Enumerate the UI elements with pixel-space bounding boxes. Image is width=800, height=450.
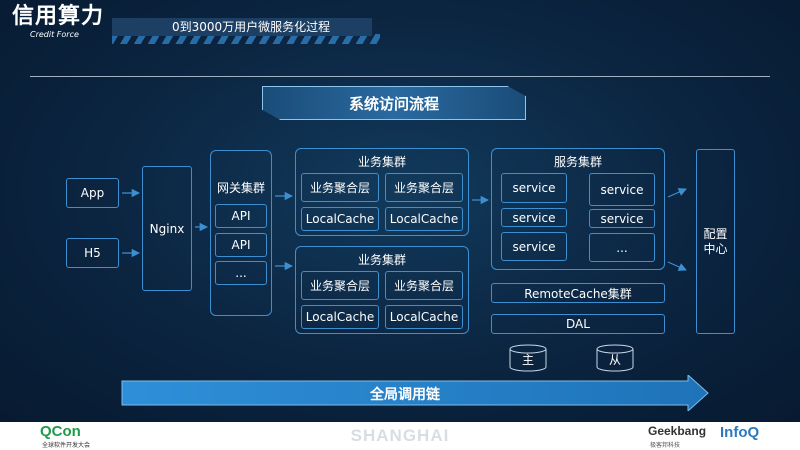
connector-arrows [122, 188, 687, 271]
client-h5: H5 [66, 238, 119, 268]
nginx-node: Nginx [142, 166, 192, 291]
config-center-label: 配置 中心 [703, 226, 728, 256]
biz2-localcache-2: LocalCache [385, 305, 463, 329]
gateway-cluster: 网关集群 [210, 150, 272, 316]
biz-cluster-1: 业务集群 [295, 148, 469, 236]
biz-cluster-2-label: 业务集群 [357, 253, 406, 267]
diagram-title-box [262, 86, 526, 120]
config-center: 配置 中心 [696, 149, 735, 334]
logo-subtext: Credit Force [30, 30, 79, 39]
service-node-3: service [501, 208, 567, 227]
service-cluster-label: 服务集群 [553, 155, 602, 169]
header-subtitle: 0到3000万用户微服务化过程 [172, 20, 331, 34]
arrow-service-config-2 [667, 261, 687, 271]
service-node-4: service [589, 209, 655, 228]
service-node-1: service [501, 173, 567, 203]
service-cluster: 服务集群 [491, 148, 665, 270]
diagram-title: 系统访问流程 [348, 95, 439, 113]
footer-bar: QCon 全球软件开发大会 SHANGHAI Geekbang 极客邦科技 In… [0, 422, 800, 450]
header-stripes [112, 34, 380, 44]
logo: 信用算力 Credit Force [12, 4, 112, 44]
client-app: App [66, 178, 119, 208]
gateway-api-1: API [215, 204, 267, 228]
logo-text: 信用算力 [12, 4, 105, 29]
gateway-api-2: API [215, 233, 267, 257]
geekbang-subtitle: 极客邦科技 [650, 442, 681, 449]
global-trace-label: 全局调用链 [370, 387, 440, 403]
service-node-2: service [589, 173, 655, 206]
biz-cluster-1-label: 业务集群 [357, 155, 406, 169]
global-trace-arrow [121, 375, 709, 411]
biz1-aggregation-2: 业务聚合层 [385, 173, 463, 202]
qcon-logo: QCon [40, 423, 81, 440]
slide-canvas: 信用算力 Credit Force 0到3000万用户微服务化过程 系统访问流程… [0, 0, 800, 422]
db-slave-icon [596, 344, 634, 372]
db-master-label: 主 [521, 353, 534, 367]
qcon-subtitle: 全球软件开发大会 [42, 442, 91, 449]
biz2-localcache-1: LocalCache [301, 305, 379, 329]
geekbang-logo: Geekbang [648, 424, 707, 438]
gateway-label: 网关集群 [216, 181, 265, 195]
divider-line [30, 76, 770, 77]
biz-cluster-2: 业务集群 [295, 246, 469, 334]
db-slave-label: 从 [608, 353, 621, 367]
service-node-5: service [501, 232, 567, 261]
infoq-logo: InfoQ [720, 424, 760, 441]
service-more: ... [589, 233, 655, 262]
dal-layer: DAL [491, 314, 665, 334]
biz2-aggregation-1: 业务聚合层 [301, 271, 379, 300]
header-banner [112, 18, 372, 36]
arrow-service-config-1 [667, 188, 687, 198]
remote-cache-cluster: RemoteCache集群 [491, 283, 665, 303]
city-watermark: SHANGHAI [350, 426, 450, 445]
gateway-more: ... [215, 261, 267, 285]
biz2-aggregation-2: 业务聚合层 [385, 271, 463, 300]
biz1-localcache-1: LocalCache [301, 207, 379, 231]
biz1-aggregation-1: 业务聚合层 [301, 173, 379, 202]
db-master-icon [509, 344, 547, 372]
biz1-localcache-2: LocalCache [385, 207, 463, 231]
